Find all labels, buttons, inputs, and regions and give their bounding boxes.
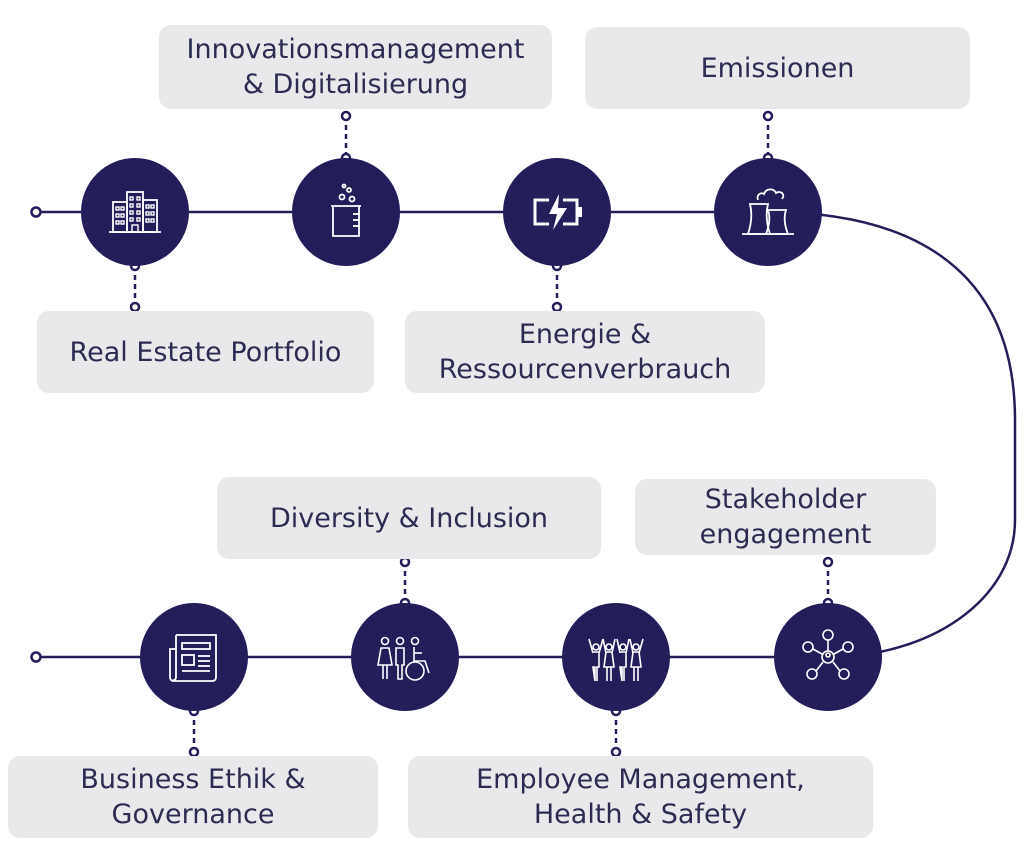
- beaker-icon: [331, 183, 361, 237]
- node-emissionen: [714, 158, 822, 266]
- timeline-path: [36, 210, 1017, 659]
- buildings-icon: [109, 191, 161, 233]
- topic-label-diversity-inclusion: Diversity & Inclusion: [269, 502, 549, 534]
- topic-box-stakeholder-engagement: Stakeholder engagement: [635, 479, 936, 555]
- topic-box-business-ethik: Business Ethik & Governance: [8, 756, 378, 838]
- factory-emissions-icon: [742, 188, 794, 235]
- network-people-icon: [802, 629, 854, 680]
- topic-label-business-ethik: Business Ethik & Governance: [80, 764, 306, 830]
- node-business-ethik: [140, 603, 248, 711]
- timeline-end-dot: [30, 651, 42, 663]
- node-real-estate-portfolio: [81, 158, 189, 266]
- connector-business-ethik: [188, 705, 200, 758]
- node-employee-management: [562, 603, 670, 711]
- topic-label-emissionen: Emissionen: [700, 52, 855, 84]
- topic-box-energie: Energie & Ressourcenverbrauch: [405, 311, 765, 393]
- connector-stakeholder: [822, 556, 834, 609]
- node-innovationsmanagement: [292, 158, 400, 266]
- connector-employee: [610, 705, 622, 758]
- connector-emissionen: [762, 110, 774, 164]
- node-stakeholder-engagement: [774, 603, 882, 711]
- node-energie: [503, 158, 611, 266]
- diverse-people-icon: [377, 636, 430, 681]
- connector-diversity: [399, 556, 411, 609]
- topic-label-stakeholder-engagement: Stakeholder engagement: [699, 484, 872, 550]
- topic-label-innovationsmanagement: Innovationsmanagement & Digitalisierung: [186, 34, 525, 100]
- topic-box-employee-management: Employee Management, Health & Safety: [408, 756, 873, 838]
- newspaper-icon: [169, 634, 217, 682]
- battery-charging-icon: [533, 194, 582, 230]
- topic-label-employee-management: Employee Management, Health & Safety: [476, 764, 805, 830]
- timeline-start-dot: [30, 206, 42, 218]
- topic-box-diversity-inclusion: Diversity & Inclusion: [217, 477, 601, 559]
- topic-box-emissionen: Emissionen: [585, 27, 970, 109]
- connector-energie: [551, 260, 563, 313]
- connector-real-estate: [129, 260, 141, 313]
- team-people-icon: [588, 638, 644, 682]
- topic-box-real-estate-portfolio: Real Estate Portfolio: [37, 311, 374, 393]
- node-diversity-inclusion: [351, 603, 459, 711]
- connector-innovation: [340, 110, 352, 164]
- topic-box-innovationsmanagement: Innovationsmanagement & Digitalisierung: [159, 25, 552, 109]
- topic-label-energie: Energie & Ressourcenverbrauch: [438, 319, 732, 385]
- topic-label-real-estate-portfolio: Real Estate Portfolio: [69, 336, 342, 368]
